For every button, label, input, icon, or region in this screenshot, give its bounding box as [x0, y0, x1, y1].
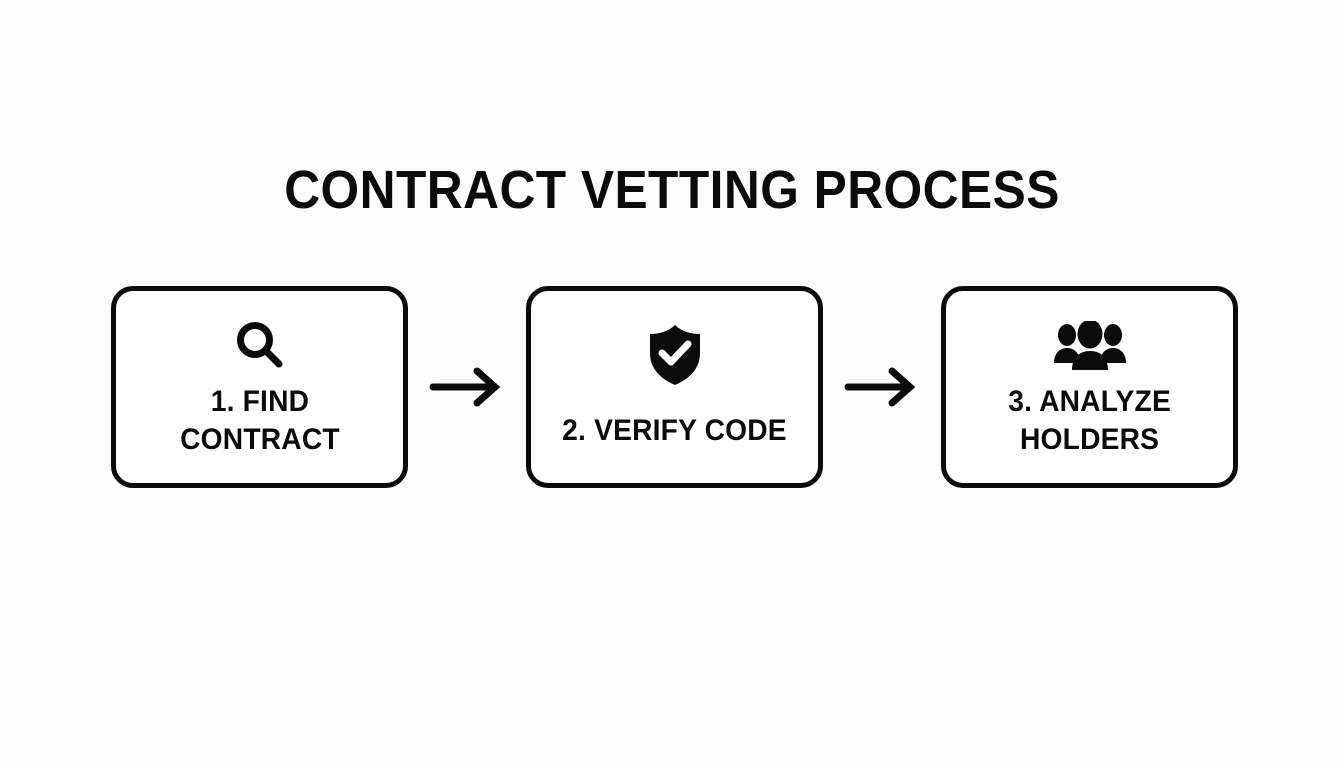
process-flow: 1. FIND CONTRACT 2. VERIFY CODE: [111, 286, 1238, 488]
step-label-analyze-holders: 3. ANALYZE HOLDERS: [1008, 385, 1171, 456]
arrow-right-icon: [427, 358, 507, 416]
step-box-find-contract[interactable]: 1. FIND CONTRACT: [111, 286, 408, 488]
arrow-right-icon: [842, 358, 922, 416]
page-title: CONTRACT VETTING PROCESS: [284, 160, 1060, 220]
shield-check-icon: [644, 324, 706, 386]
step-box-analyze-holders[interactable]: 3. ANALYZE HOLDERS: [941, 286, 1238, 488]
people-group-icon: [1053, 315, 1127, 377]
step-label-find-contract: 1. FIND CONTRACT: [179, 385, 340, 456]
magnifier-icon: [229, 315, 291, 377]
step-label-verify-code: 2. VERIFY CODE: [562, 414, 787, 447]
step-box-verify-code[interactable]: 2. VERIFY CODE: [526, 286, 823, 488]
